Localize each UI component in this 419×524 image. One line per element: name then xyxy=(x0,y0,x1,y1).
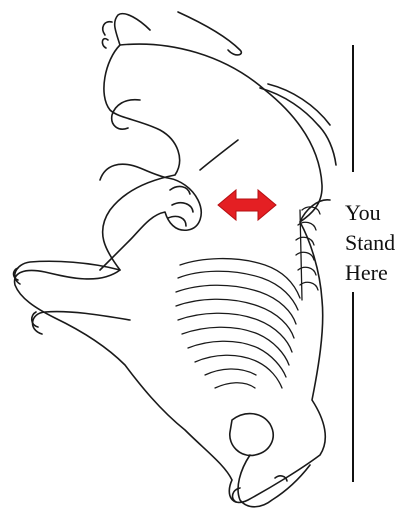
dog-ear xyxy=(230,414,273,456)
label-line-top xyxy=(352,45,354,172)
dog-tail-tip xyxy=(178,12,241,55)
label-line-bottom xyxy=(352,292,354,482)
palpating-hand xyxy=(100,164,201,270)
dog-body-outline xyxy=(15,44,326,502)
label-line-1: You xyxy=(345,198,395,228)
belly-line xyxy=(200,140,238,170)
spine-vertebrae xyxy=(296,207,320,300)
double-headed-arrow xyxy=(218,190,276,220)
label-line-2: Stand xyxy=(345,228,395,258)
hind-leg-upper xyxy=(115,14,150,45)
front-leg-lower xyxy=(33,312,130,334)
label-line-3: Here xyxy=(345,258,395,288)
you-stand-here-label: You Stand Here xyxy=(345,198,395,288)
hind-paw xyxy=(102,22,112,48)
ribcage xyxy=(176,259,300,388)
